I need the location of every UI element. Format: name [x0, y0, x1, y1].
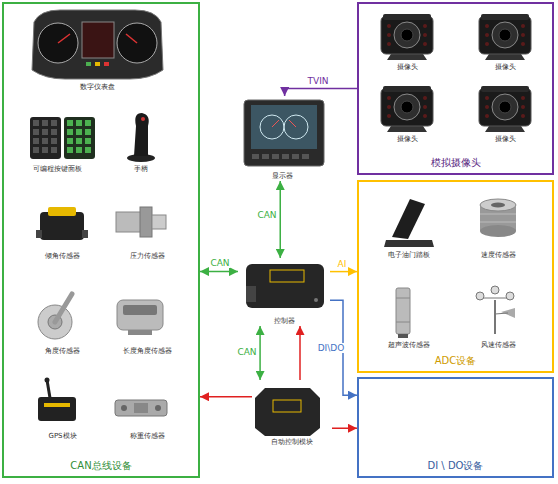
connector [279, 181, 281, 258]
group-box: ADC设备 电子油门踏板速度传感器超声波传感器风速传感器 [357, 180, 554, 373]
device-item: 风速传感器 [458, 280, 538, 350]
display-illustration [244, 100, 324, 166]
device-caption: 显示器 [238, 172, 326, 181]
wind-sensor-illustration [476, 286, 515, 334]
device-item: 倾角传感器 [20, 195, 105, 261]
device-caption: 摄像头 [470, 63, 540, 72]
signal-label: DI\DO [317, 343, 346, 353]
camera-illustration [479, 14, 531, 60]
device-item: 压力传感器 [105, 195, 190, 261]
device-caption: 手柄 [110, 165, 172, 174]
connector [299, 326, 301, 380]
device-caption: 压力传感器 [105, 252, 190, 261]
device-caption: 超声波传感器 [365, 341, 453, 350]
device-caption: 摄像头 [372, 135, 442, 144]
signal-label: CAN [256, 210, 277, 220]
keypad-illustration [30, 117, 95, 159]
device-item: GPS模块 [20, 372, 105, 441]
dashboard-illustration [32, 10, 163, 79]
device-item: 长度角度传感器 [105, 282, 190, 356]
device-item: 控制器 [238, 258, 330, 326]
device-caption: 摄像头 [470, 135, 540, 144]
device-caption: 角度传感器 [20, 347, 105, 356]
device-item: 摄像头 [372, 82, 442, 144]
device-item: 数字仪表盘 [20, 8, 175, 92]
pressure-sensor-illustration [116, 207, 166, 237]
device-caption: 速度传感器 [458, 251, 538, 260]
speed-sensor-illustration [480, 199, 516, 237]
signal-label: AI [337, 259, 348, 269]
device-item: 速度传感器 [458, 190, 538, 260]
device-item: 手柄 [110, 110, 172, 174]
length-angle-sensor-illustration [117, 300, 163, 335]
device-caption: 数字仪表盘 [20, 83, 175, 92]
signal-label: CAN [209, 258, 230, 268]
device-caption: 控制器 [238, 317, 330, 326]
module-illustration [255, 388, 320, 436]
pedal-illustration [384, 199, 434, 247]
device-item: 称重传感器 [105, 372, 190, 441]
connector [259, 326, 261, 380]
device-item: 电子油门踏板 [365, 190, 453, 260]
device-item: 摄像头 [372, 10, 442, 72]
group-box: DI \ DO设备 [357, 377, 554, 478]
device-item: 摄像头 [470, 10, 540, 72]
group-box: CAN总线设备 数字仪表盘可编程按键面板 手柄倾角传感器压力传感器角度传感器长度角度… [2, 2, 200, 478]
gps-module-illustration [38, 378, 76, 422]
signal-label: TVIN [306, 76, 329, 86]
signal-label: CAN [236, 347, 257, 357]
connector [200, 396, 252, 398]
connector [200, 271, 238, 273]
camera-illustration [381, 14, 433, 60]
device-item: 可编程按键面板 [15, 110, 100, 174]
weight-sensor-illustration [115, 400, 167, 416]
controller-illustration [246, 264, 324, 308]
device-caption: GPS模块 [20, 432, 105, 441]
group-title: DI \ DO设备 [359, 460, 552, 472]
group-title: CAN总线设备 [4, 460, 198, 472]
device-item: 摄像头 [470, 82, 540, 144]
joystick-illustration [127, 113, 155, 162]
device-caption: 倾角传感器 [20, 252, 105, 261]
device-caption: 可编程按键面板 [15, 165, 100, 174]
device-caption: 长度角度传感器 [105, 347, 190, 356]
device-caption: 摄像头 [372, 63, 442, 72]
group-title: 模拟摄像头 [359, 157, 552, 169]
connector [332, 427, 357, 429]
device-caption: 电子油门踏板 [365, 251, 453, 260]
device-item: 角度传感器 [20, 282, 105, 356]
camera-illustration [381, 86, 433, 132]
camera-illustration [479, 86, 531, 132]
group-title: ADC设备 [359, 355, 552, 367]
group-box: 模拟摄像头摄像头摄像头摄像头摄像头 [357, 2, 554, 175]
device-item: 显示器 [238, 96, 326, 181]
device-caption: 自动控制模块 [252, 438, 332, 447]
device-item: 自动控制模块 [252, 380, 332, 447]
device-caption: 称重传感器 [105, 432, 190, 441]
angle-sensor-illustration [38, 294, 72, 339]
ultrasonic-sensor-illustration [396, 288, 410, 338]
device-caption: 风速传感器 [458, 341, 538, 350]
tilt-sensor-illustration [36, 207, 88, 240]
connector [330, 271, 357, 273]
device-item: 超声波传感器 [365, 280, 453, 350]
connector [285, 89, 357, 97]
